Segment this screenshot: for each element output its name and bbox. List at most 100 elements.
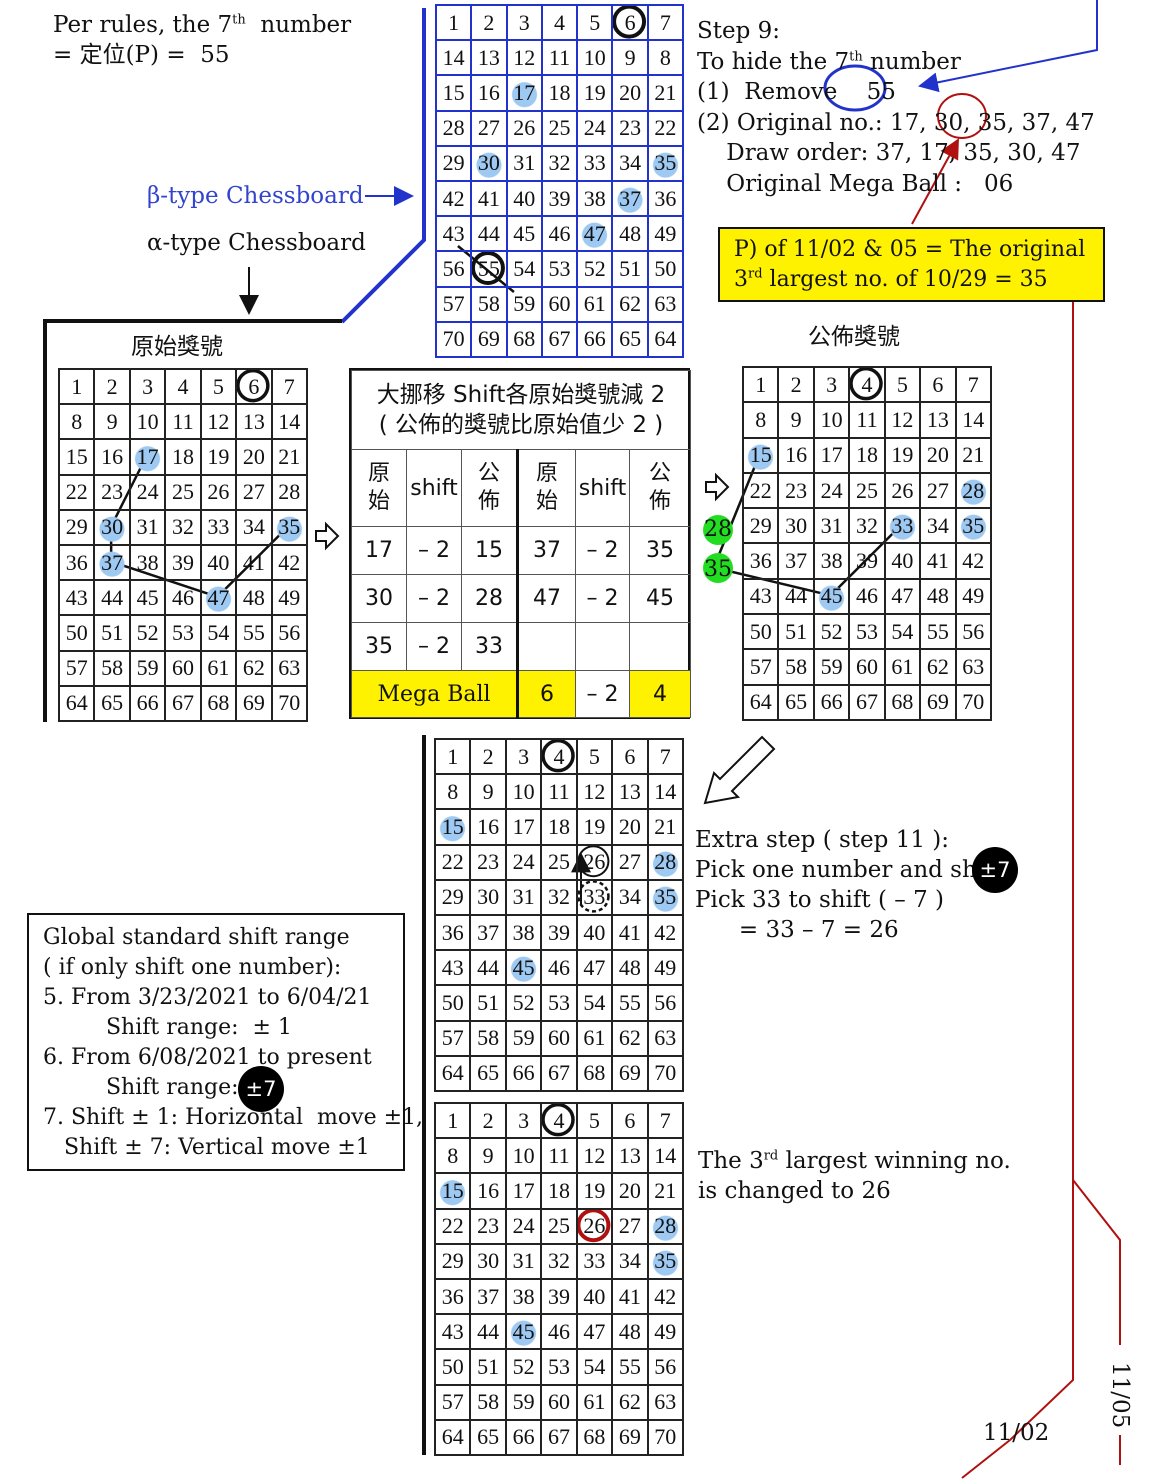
board-cell-37: 37 bbox=[94, 545, 130, 581]
board-cell-4: 4 bbox=[541, 1103, 577, 1139]
board-cell-15: 15 bbox=[435, 809, 471, 845]
board-cell-52: 52 bbox=[505, 985, 542, 1021]
board-cell-53: 53 bbox=[541, 251, 578, 287]
board-cell-67: 67 bbox=[165, 685, 201, 721]
col-original: 原 始 bbox=[351, 449, 407, 527]
board-cell-43: 43 bbox=[435, 950, 471, 986]
red-line-1102 bbox=[1009, 302, 1074, 1441]
board-cell-43: 43 bbox=[436, 216, 472, 252]
board-cell-48: 48 bbox=[920, 578, 956, 615]
board-cell-67: 67 bbox=[541, 1419, 577, 1455]
board-cell-66: 66 bbox=[505, 1419, 542, 1455]
board-cell-64: 64 bbox=[743, 684, 779, 720]
board-cell-30: 30 bbox=[778, 508, 814, 544]
board-cell-14: 14 bbox=[271, 404, 307, 440]
board-cell-62: 62 bbox=[612, 1384, 648, 1420]
board-cell-20: 20 bbox=[236, 439, 272, 475]
board-cell-9: 9 bbox=[612, 40, 648, 76]
down-left-arrow bbox=[703, 735, 776, 805]
extra-mega-circle bbox=[541, 738, 575, 773]
board-cell-11: 11 bbox=[541, 40, 578, 76]
board-cell-57: 57 bbox=[743, 649, 779, 685]
board-cell-45: 45 bbox=[506, 216, 542, 252]
board-cell-70: 70 bbox=[436, 321, 472, 357]
board-cell-1: 1 bbox=[435, 739, 471, 775]
published-mega-circle bbox=[849, 366, 883, 401]
board-cell-64: 64 bbox=[59, 685, 95, 721]
board-cell-13: 13 bbox=[612, 1138, 648, 1174]
board-cell-69: 69 bbox=[920, 684, 956, 720]
board-cell-33: 33 bbox=[884, 508, 921, 544]
step9-text: Step 9: To hide the 7th number (1) Remov… bbox=[697, 18, 1095, 197]
board-cell-56: 56 bbox=[955, 614, 991, 650]
board-cell-50: 50 bbox=[435, 985, 471, 1021]
board-cell-70: 70 bbox=[647, 1055, 683, 1091]
board-cell-10: 10 bbox=[129, 404, 166, 440]
shift-badge: ±7 bbox=[972, 847, 1018, 893]
board-cell-11: 11 bbox=[165, 404, 201, 440]
board-cell-14: 14 bbox=[436, 40, 472, 76]
board-cell-58: 58 bbox=[94, 650, 130, 686]
board-cell-24: 24 bbox=[505, 1208, 542, 1244]
board-cell-45: 45 bbox=[129, 580, 166, 616]
board-cell-47: 47 bbox=[576, 950, 613, 986]
final-26-circle bbox=[576, 1208, 611, 1243]
remove-arrow bbox=[918, 0, 1098, 93]
final-mega-circle bbox=[541, 1102, 575, 1137]
board-cell-17: 17 bbox=[506, 75, 542, 111]
board-cell-54: 54 bbox=[200, 615, 237, 651]
board-cell-66: 66 bbox=[813, 684, 850, 720]
board-cell-30: 30 bbox=[470, 1243, 506, 1279]
board-cell-35: 35 bbox=[647, 145, 683, 181]
board-cell-66: 66 bbox=[505, 1055, 542, 1091]
board-cell-44: 44 bbox=[470, 950, 506, 986]
board-cell-34: 34 bbox=[612, 879, 648, 915]
board-cell-68: 68 bbox=[506, 321, 542, 357]
board-cell-48: 48 bbox=[612, 950, 648, 986]
board-cell-1: 1 bbox=[59, 369, 95, 405]
board-cell-3: 3 bbox=[129, 369, 166, 405]
board-cell-40: 40 bbox=[576, 915, 613, 951]
date-1102: 11/02 bbox=[983, 1420, 1050, 1446]
board-cell-57: 57 bbox=[435, 1384, 471, 1420]
board-cell-68: 68 bbox=[576, 1055, 613, 1091]
board-cell-56: 56 bbox=[271, 615, 307, 651]
board-cell-49: 49 bbox=[271, 580, 307, 616]
board-cell-59: 59 bbox=[505, 1384, 542, 1420]
board-cell-68: 68 bbox=[200, 685, 237, 721]
board-cell-54: 54 bbox=[506, 251, 542, 287]
board-cell-45: 45 bbox=[505, 1314, 542, 1350]
board-cell-63: 63 bbox=[647, 1384, 683, 1420]
board-cell-70: 70 bbox=[955, 684, 991, 720]
board-cell-19: 19 bbox=[576, 809, 613, 845]
board-cell-4: 4 bbox=[541, 5, 578, 41]
board-cell-41: 41 bbox=[612, 1279, 648, 1315]
board-cell-26: 26 bbox=[884, 472, 921, 509]
board-cell-18: 18 bbox=[541, 809, 577, 845]
board-cell-49: 49 bbox=[647, 950, 683, 986]
board-cell-48: 48 bbox=[612, 216, 648, 252]
board-cell-42: 42 bbox=[271, 545, 307, 581]
board-cell-60: 60 bbox=[541, 286, 578, 322]
board-cell-31: 31 bbox=[506, 145, 542, 181]
board-cell-59: 59 bbox=[505, 1020, 542, 1056]
board-cell-53: 53 bbox=[541, 1349, 577, 1385]
board-cell-39: 39 bbox=[541, 1279, 577, 1315]
board-cell-49: 49 bbox=[647, 1314, 683, 1350]
board-cell-55: 55 bbox=[471, 251, 507, 287]
board-cell-21: 21 bbox=[271, 439, 307, 475]
board-cell-13: 13 bbox=[471, 40, 507, 76]
board-cell-2: 2 bbox=[470, 739, 506, 775]
board-cell-50: 50 bbox=[59, 615, 95, 651]
board-cell-42: 42 bbox=[436, 181, 472, 217]
board-cell-2: 2 bbox=[471, 5, 507, 41]
board-cell-18: 18 bbox=[849, 437, 885, 473]
board-cell-24: 24 bbox=[129, 474, 166, 510]
board-cell-14: 14 bbox=[955, 402, 991, 438]
board-cell-14: 14 bbox=[647, 774, 683, 810]
board-cell-22: 22 bbox=[435, 1208, 471, 1244]
board-cell-39: 39 bbox=[849, 543, 885, 579]
